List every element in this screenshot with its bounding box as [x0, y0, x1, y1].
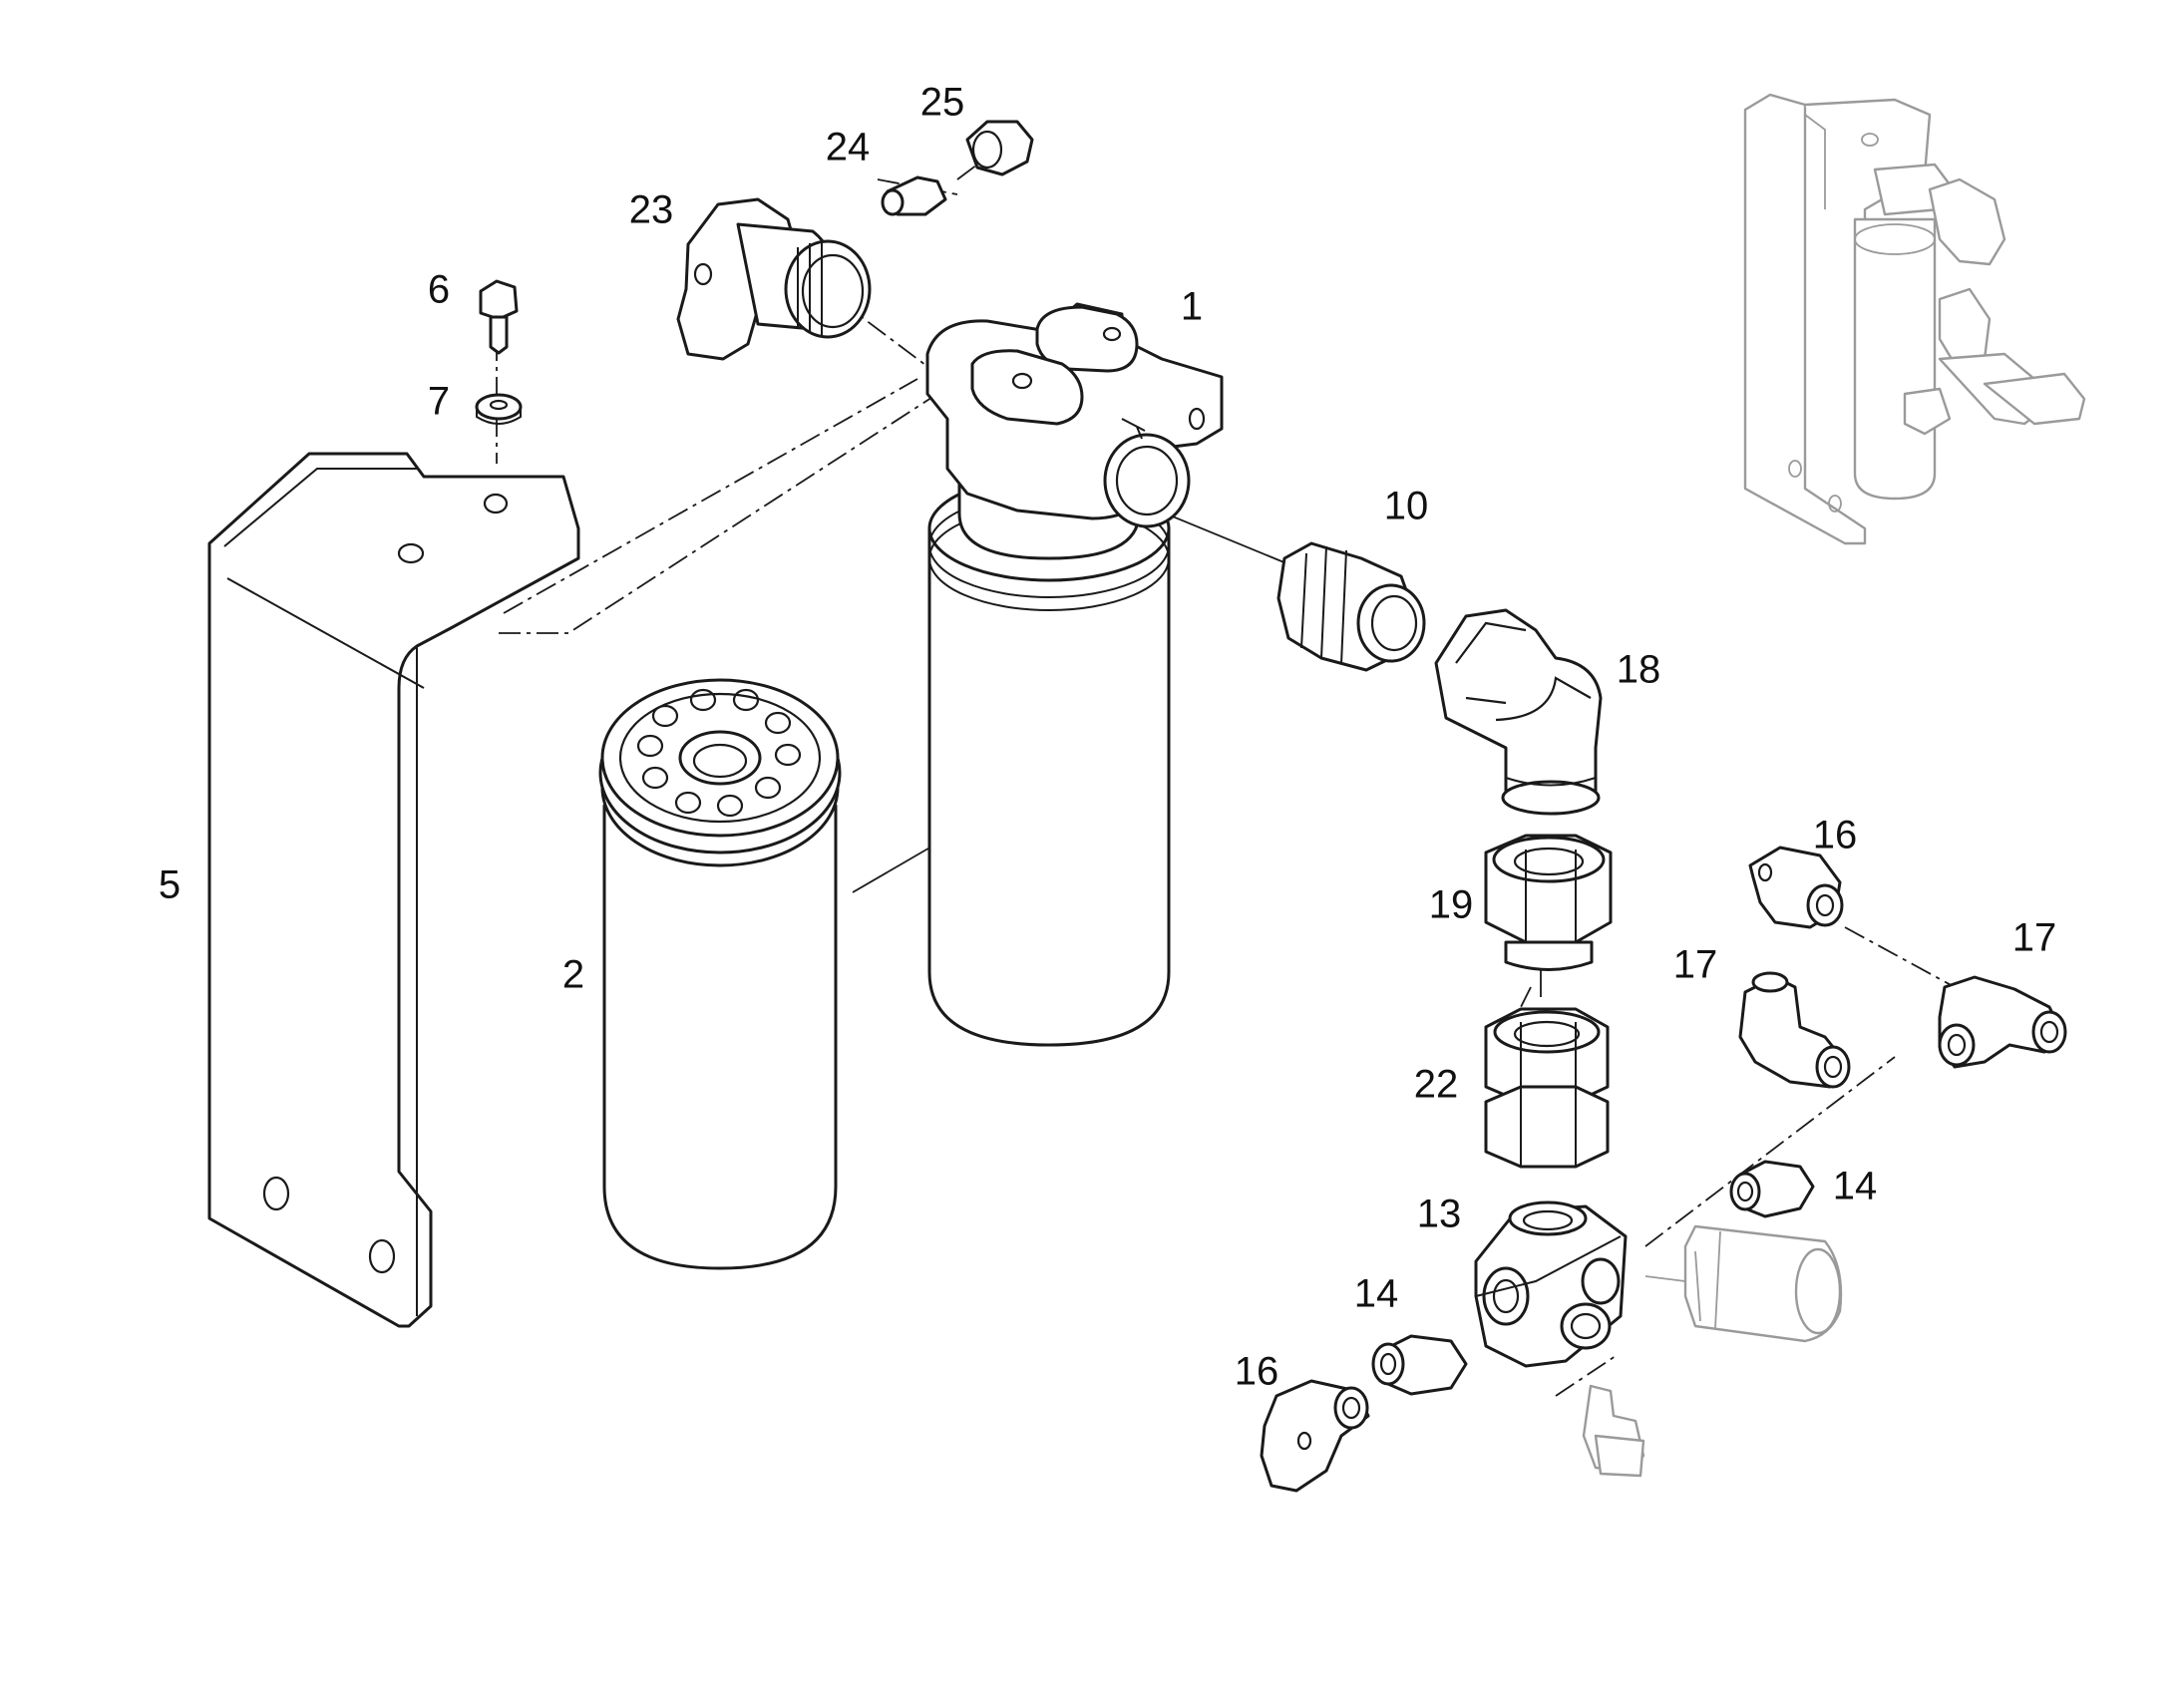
washer-part [475, 393, 523, 425]
callout-23: 23 [629, 188, 674, 232]
callout-24: 24 [826, 126, 871, 170]
callout-16-top: 16 [1813, 814, 1858, 857]
filter-cartridge-part [598, 678, 842, 1270]
elbow-part-16-bottom [1260, 1379, 1370, 1493]
tee-part-17-right [1938, 975, 2067, 1069]
callout-22: 22 [1414, 1063, 1459, 1107]
adapter-part-10 [1276, 541, 1426, 672]
callout-18: 18 [1617, 648, 1661, 692]
callout-17-left: 17 [1673, 943, 1718, 987]
callout-2: 2 [562, 953, 584, 997]
callout-1: 1 [1181, 285, 1203, 329]
nipple-part-14-right [1729, 1160, 1815, 1218]
elbow-part-18 [1434, 608, 1603, 816]
nipple-part-14-left [1371, 1334, 1468, 1396]
block-part-13 [1474, 1200, 1628, 1368]
bracket-part [207, 452, 580, 1328]
filter-housing-part [925, 302, 1224, 1047]
tee-part-17-left [1738, 971, 1851, 1089]
coupling-part-22 [1484, 1007, 1610, 1169]
callout-10: 10 [1384, 485, 1429, 528]
callout-labels: 1 2 5 6 7 10 13 14 14 16 16 17 17 18 19 … [159, 81, 2056, 1394]
callout-5: 5 [159, 863, 181, 907]
callout-19: 19 [1429, 883, 1474, 927]
callout-7: 7 [428, 380, 450, 424]
callout-17-right: 17 [2012, 916, 2057, 960]
callout-14-right: 14 [1833, 1165, 1878, 1208]
plug-part-24 [881, 175, 947, 216]
sensor-ghost-bottom [1582, 1384, 1645, 1478]
callout-25: 25 [920, 81, 965, 125]
bolt-part [479, 279, 519, 355]
callout-16-bottom: 16 [1235, 1350, 1279, 1394]
callout-6: 6 [428, 268, 450, 312]
sensor-ghost-right [1644, 1224, 1843, 1343]
elbow-fitting-23 [676, 197, 872, 361]
callout-14-left: 14 [1354, 1272, 1399, 1316]
elbow-part-16-top [1748, 846, 1844, 929]
assembly-inset-view [1743, 93, 2086, 545]
nut-part-19 [1484, 834, 1613, 971]
nut-part-25 [965, 120, 1034, 176]
callout-13: 13 [1417, 1193, 1462, 1236]
